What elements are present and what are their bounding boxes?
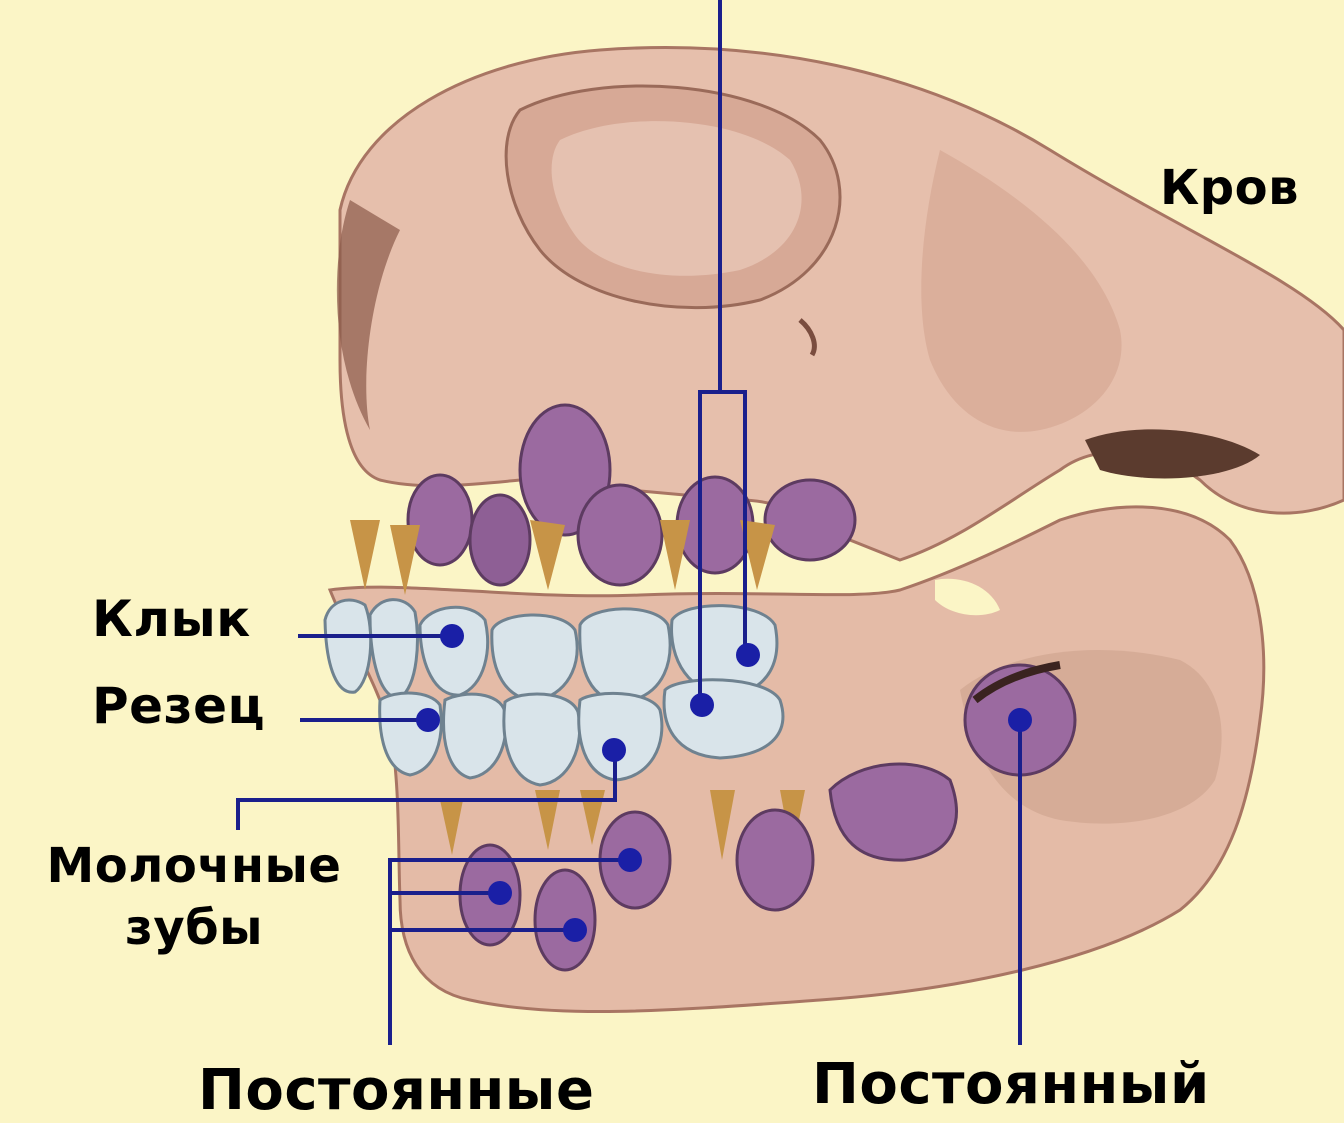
- dot-bud-2: [488, 881, 512, 905]
- dot-bud-3: [563, 918, 587, 942]
- dot-bud-1: [618, 848, 642, 872]
- label-milk-teeth: Молочные зубы: [8, 835, 380, 959]
- label-milk-teeth-line2: зубы: [8, 897, 380, 959]
- dot-milk-lower: [602, 738, 626, 762]
- dot-permanent-single: [1008, 708, 1032, 732]
- label-permanent-plural: Постоянные: [198, 1058, 594, 1123]
- label-fang: Клык: [92, 590, 251, 648]
- label-permanent-single: Постоянный: [812, 1052, 1210, 1117]
- label-blood-partial: Кров: [1160, 160, 1299, 216]
- label-incisor: Резец: [92, 677, 265, 735]
- dot-incisor: [416, 708, 440, 732]
- dot-upper-molar: [736, 643, 760, 667]
- dot-fang: [440, 624, 464, 648]
- skull-cranium: [337, 48, 1344, 560]
- label-milk-teeth-line1: Молочные: [8, 835, 380, 897]
- dot-lower-molar: [690, 693, 714, 717]
